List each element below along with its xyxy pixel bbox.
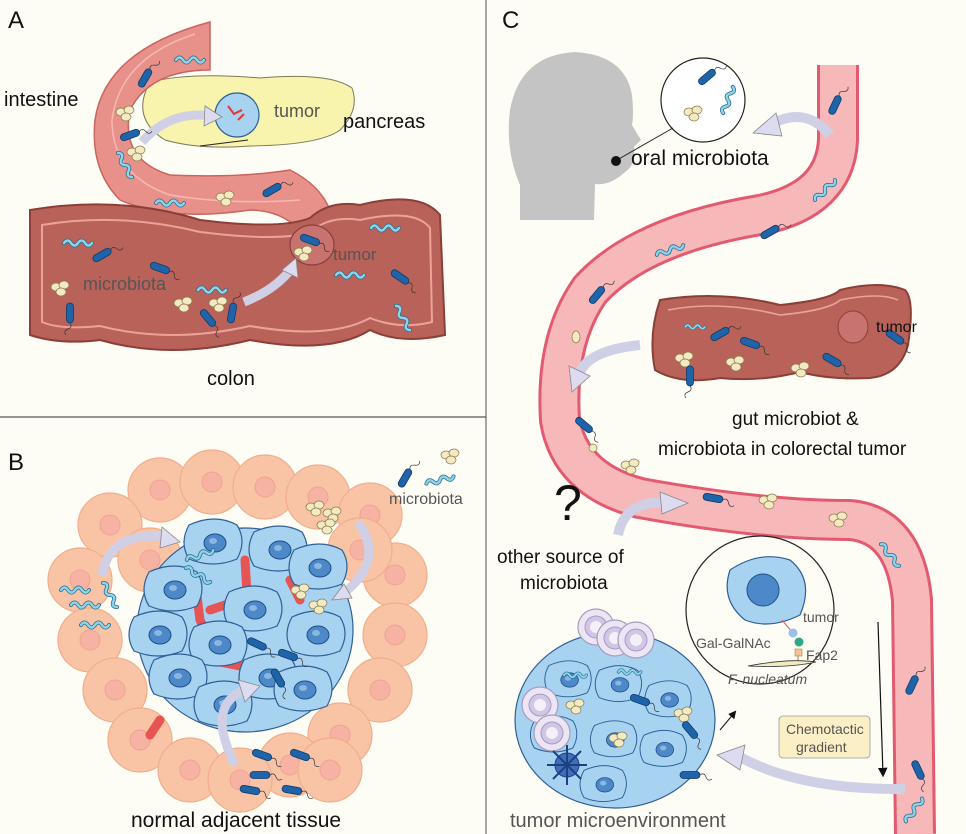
mouth-marker (611, 156, 621, 166)
arrow-b-left (97, 531, 169, 576)
label-f-nucleatum: F. nucleatum (728, 671, 807, 687)
panel-a: A (4, 7, 447, 390)
microbiota-legend: microbiota (389, 448, 463, 508)
label-other-line2: microbiota (520, 573, 608, 594)
label-inset-tumor: tumor (803, 609, 839, 625)
label-chemo-line2: gradient (796, 739, 847, 755)
label-fap2: Fap2 (806, 647, 838, 663)
arrow-vessel-to-tme (737, 752, 906, 795)
oral-inset (660, 57, 746, 143)
head-silhouette-icon (508, 52, 641, 220)
label-tumor-pancreas: tumor (274, 101, 320, 121)
label-tumor-gut: tumor (876, 319, 918, 336)
panel-b-letter: B (8, 449, 24, 476)
blood-vessel (541, 65, 933, 834)
label-tumor-colon: tumor (333, 245, 377, 264)
label-gut-line2: microbiota in colorectal tumor (658, 439, 907, 460)
chemotactic-gradient-box (778, 715, 871, 759)
label-gut-line1: gut microbiot & (732, 409, 859, 430)
label-microbiota: microbiota (83, 274, 167, 294)
arrow-b-right (342, 519, 374, 596)
label-pancreas: pancreas (343, 111, 425, 133)
question-mark-icon: ? (554, 475, 582, 531)
panel-a-letter: A (8, 7, 24, 34)
panel-c-letter: C (502, 7, 519, 34)
label-normal-tissue: normal adjacent tissue (131, 809, 341, 832)
label-gal-galnac: Gal-GalNAc (696, 635, 771, 651)
panel-c: C oral microbiota (497, 7, 936, 834)
gut-colon-shape (651, 284, 912, 382)
pancreatic-tumor (214, 92, 260, 138)
tumor-microenvironment (514, 608, 716, 809)
label-microbiota-legend: microbiota (389, 491, 463, 508)
label-intestine: intestine (4, 89, 79, 111)
label-chemo-line1: Chemotactic (786, 721, 864, 737)
label-tme: tumor microenvironment (510, 810, 726, 832)
arrow-other-to-vessel (613, 497, 666, 537)
label-other-line1: other source of (497, 547, 624, 568)
colon-shape (29, 198, 447, 351)
arrow-b-bottom (217, 685, 247, 768)
arrow-intestine-to-pancreas (138, 110, 213, 146)
arrow-gut-to-vessel (575, 340, 641, 375)
gradient-arrow (877, 621, 888, 778)
label-oral-microbiota: oral microbiota (631, 147, 769, 170)
panel-b: B (8, 448, 463, 832)
label-colon: colon (207, 368, 255, 390)
